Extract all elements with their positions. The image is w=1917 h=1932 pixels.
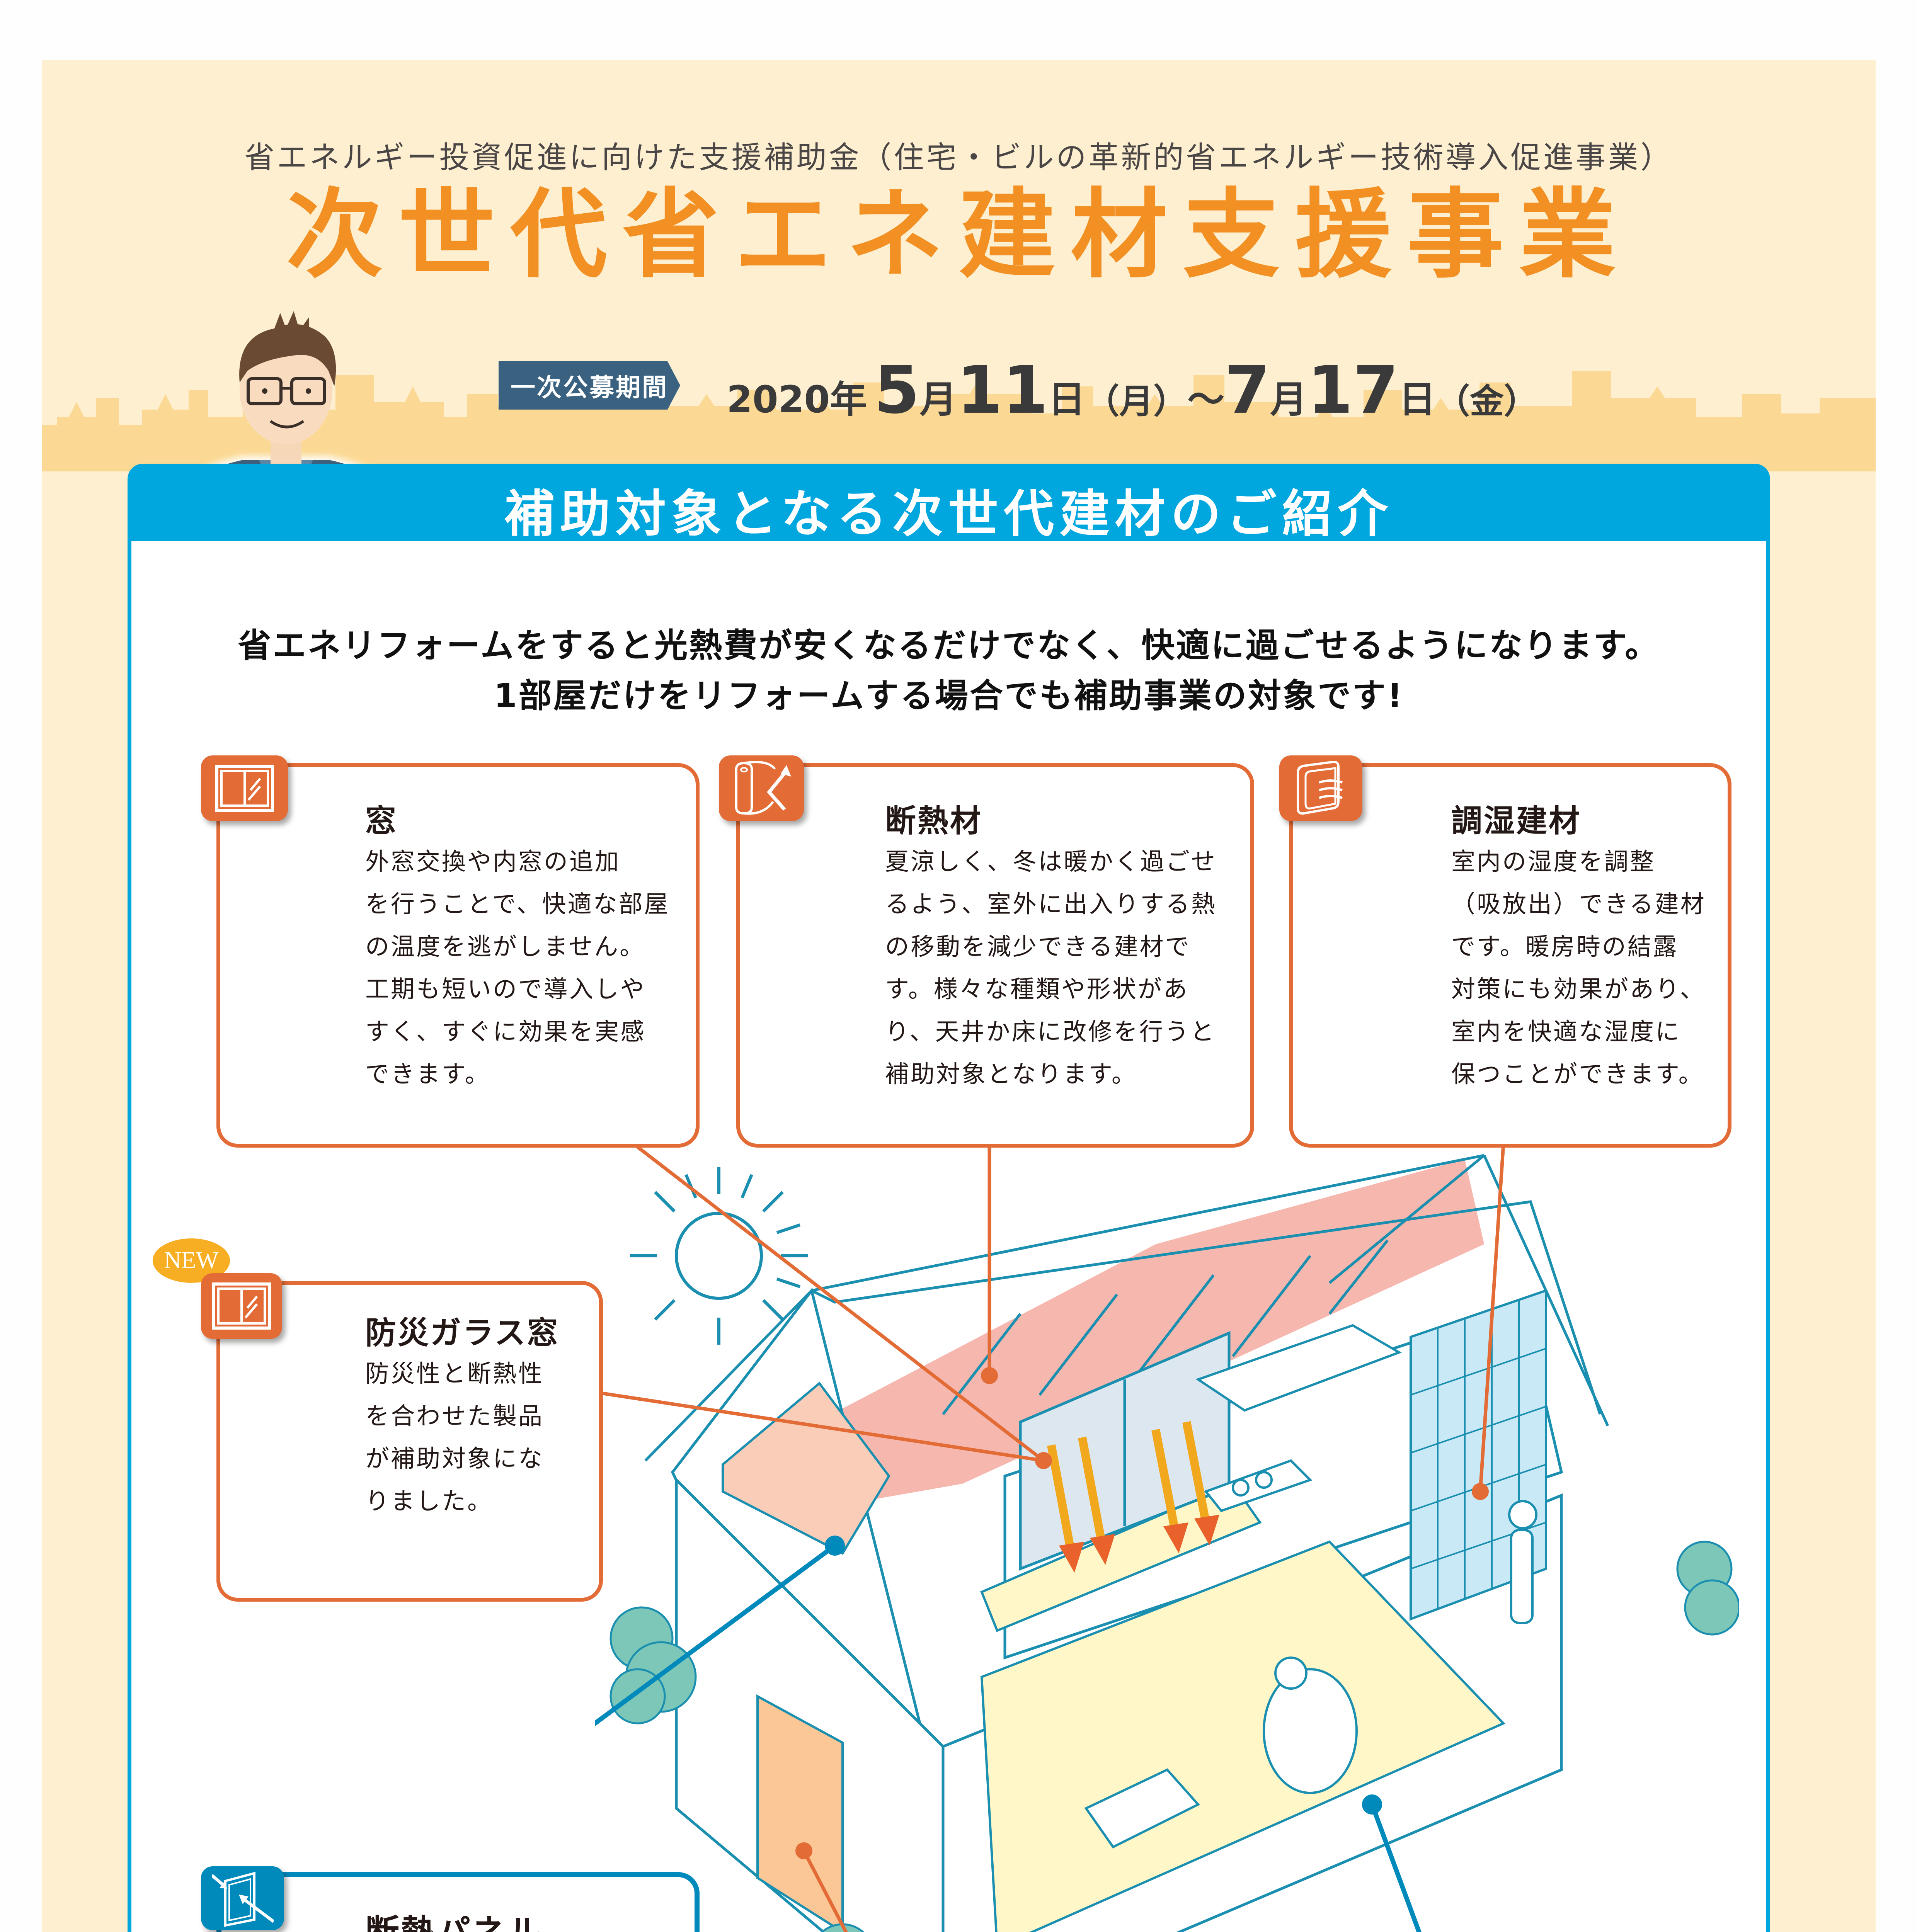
period-month-unit: 月 [919, 378, 957, 421]
period-start-day: 11 [957, 352, 1049, 429]
card-insulation-panel [216, 1872, 700, 1932]
period-start-month: 5 [874, 352, 920, 429]
card-title: 断熱材 [885, 803, 982, 839]
window-icon [201, 1273, 282, 1339]
period-year: 2020年 [727, 378, 867, 421]
period-tilde: 〜 [1187, 378, 1225, 421]
section-header-bar [128, 464, 1770, 543]
period-day-unit: 日 [1048, 378, 1086, 421]
card-disaster-glass-window [216, 1281, 603, 1602]
humidity-panel-icon [1279, 755, 1362, 821]
period-day-unit: 日 [1398, 378, 1436, 421]
card-insulation [736, 763, 1254, 1148]
period-start-weekday: （月） [1085, 381, 1188, 421]
period-end-weekday: （金） [1435, 381, 1538, 421]
card-body: 室内の湿度を調整 （吸放出）できる建材 です。暖房時の結露 対策にも効果があり、… [1451, 847, 1706, 1088]
insulation-roll-icon [719, 755, 804, 821]
card-title: 調湿建材 [1451, 803, 1581, 839]
city-skyline-decoration [42, 371, 1876, 471]
card-body: 夏涼しく、冬は暖かく過ごせ るよう、室外に出入りする熱 の移動を減少できる建材で… [885, 847, 1217, 1088]
card-title: 窓 [365, 803, 398, 839]
insulation-panel-icon [201, 1866, 284, 1930]
period-month-unit: 月 [1270, 378, 1308, 421]
card-humidity-control [1289, 763, 1731, 1148]
intro-line-1: 省エネリフォームをすると光熱費が安くなるだけでなく、快適に過ごせるようになります… [238, 626, 1660, 665]
card-title: 防災ガラス窓 [365, 1315, 560, 1351]
house-cutaway-illustration [595, 1144, 1739, 1932]
card-body: 外窓交換や内窓の追加 を行うことで、快適な部屋 の温度を逃がしません。 工期も短… [365, 847, 670, 1088]
new-badge: NEW [153, 1238, 230, 1283]
sun-icon [630, 1167, 808, 1345]
card-window [216, 763, 700, 1148]
section-title: 補助対象となる次世代建材のご紹介 [504, 485, 1394, 543]
period-end-day: 17 [1307, 352, 1399, 429]
period-end-month: 7 [1224, 352, 1270, 429]
card-body: 防災性と断熱性 を合わせた製品 が補助対象にな りました。 [365, 1359, 544, 1515]
application-period-dates: 2020年 5 月 11 日 （月） 〜 7 月 17 日 （金） [727, 346, 1538, 423]
card-title: 断熱パネル [365, 1905, 543, 1932]
period-label-badge: 一次公募期間 [499, 361, 680, 410]
window-icon [201, 755, 288, 821]
program-subtitle: 省エネルギー投資促進に向けた支援補助金（住宅・ビルの革新的省エネルギー技術導入促… [244, 140, 1673, 175]
intro-line-2: 1部屋だけをリフォームする場合でも補助事業の対象です! [494, 677, 1404, 715]
page-title: 次世代省エネ建材支援事業 [286, 179, 1631, 291]
